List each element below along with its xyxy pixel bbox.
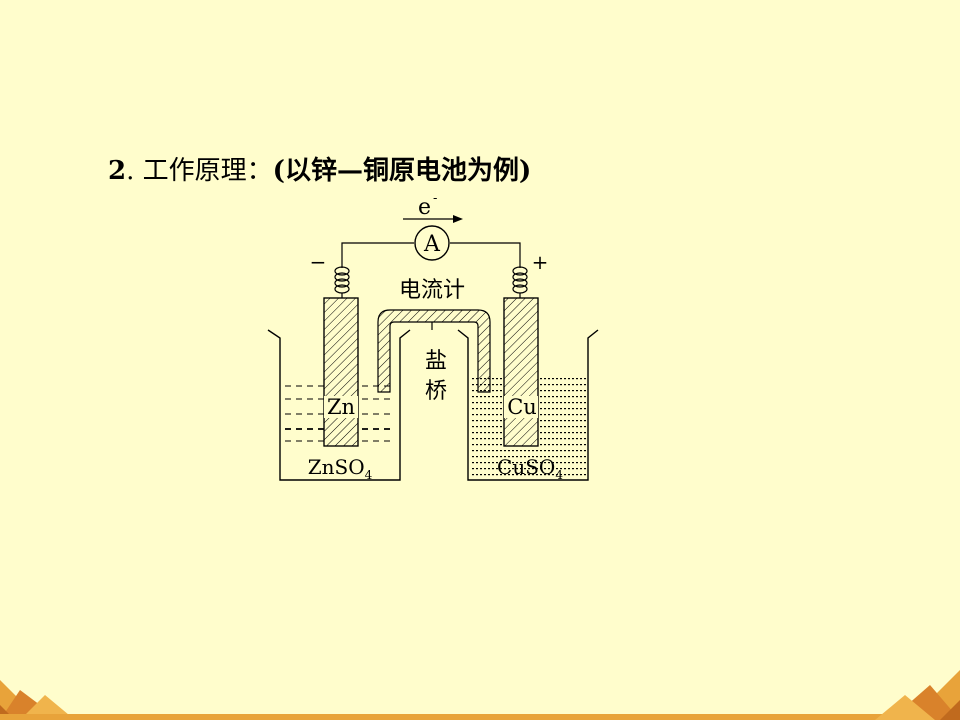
left-solution-subscript: 4 <box>365 468 373 482</box>
external-circuit-wire <box>341 242 521 268</box>
svg-text:ZnSO4: ZnSO4 <box>308 455 373 482</box>
salt-bridge-label-1: 盐 <box>425 349 447 374</box>
right-coil-connector <box>512 266 528 298</box>
negative-terminal-sign: − <box>310 250 327 274</box>
electron-flow: e - <box>403 191 463 223</box>
electron-label: e <box>418 195 431 220</box>
svg-text:CuSO4: CuSO4 <box>497 455 563 482</box>
heading-text: 工作原理： <box>142 156 273 186</box>
footer-band <box>0 714 960 720</box>
ammeter: A <box>414 225 450 261</box>
footer-decoration <box>0 670 960 720</box>
copper-electrode: Cu <box>503 297 539 447</box>
zinc-electrode: Zn <box>323 297 359 447</box>
positive-terminal-sign: + <box>532 250 549 274</box>
salt-bridge <box>377 309 491 393</box>
electron-charge: - <box>433 191 437 206</box>
left-solution-label: ZnSO <box>308 455 365 479</box>
ammeter-caption: 电流计 <box>399 278 465 303</box>
zinc-electrode-label: Zn <box>327 395 355 419</box>
heading-separator: . <box>126 156 135 186</box>
left-coil-connector <box>334 266 350 298</box>
slide-heading: 2. 工作原理：(以锌—铜原电池为例) <box>108 150 531 187</box>
electron-arrow-head <box>453 215 463 223</box>
copper-electrode-label: Cu <box>507 395 537 419</box>
footer-right-triangles <box>875 670 960 720</box>
heading-number: 2 <box>108 156 127 186</box>
right-solution-subscript: 4 <box>555 468 563 482</box>
right-solution-label: CuSO <box>497 455 555 479</box>
footer-left-triangles <box>0 680 75 720</box>
salt-bridge-label-2: 桥 <box>425 379 447 404</box>
ammeter-symbol: A <box>423 232 441 257</box>
heading-parenthetical: (以锌—铜原电池为例) <box>272 156 532 186</box>
